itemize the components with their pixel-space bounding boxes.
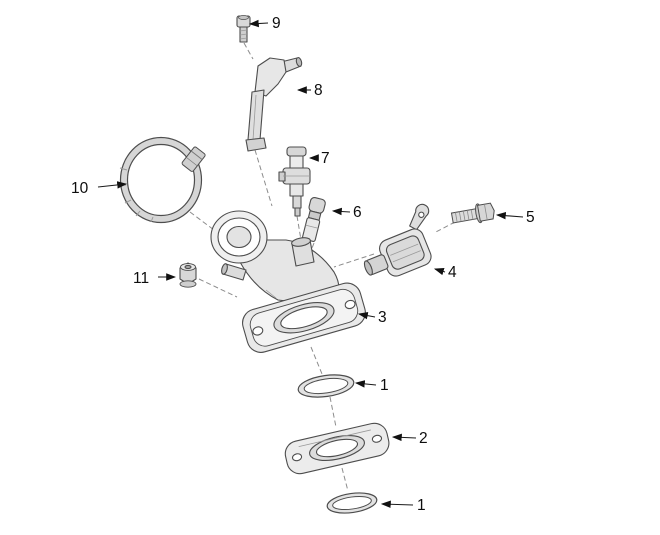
part-flange-nut	[179, 262, 197, 288]
callout-3: 3	[378, 309, 387, 326]
leader-3	[357, 311, 376, 320]
part-oring-upper	[297, 374, 355, 398]
part-fuel-injector	[278, 146, 311, 217]
part-oring-lower	[326, 492, 378, 514]
leader-4	[433, 267, 446, 276]
callout-8: 8	[314, 82, 323, 99]
leader-1-lower	[380, 500, 414, 509]
callout-4: 4	[448, 264, 457, 281]
clamp-screw-housing	[181, 146, 206, 172]
leader-9	[248, 19, 269, 28]
part-small-valve	[302, 197, 326, 242]
leader-lines	[97, 19, 524, 509]
callout-1-upper: 1	[380, 377, 389, 394]
part-bracket	[245, 57, 303, 152]
part-throttle-body	[210, 210, 366, 353]
callout-2: 2	[419, 430, 428, 447]
callout-6: 6	[353, 204, 362, 221]
callout-9: 9	[272, 15, 281, 32]
part-map-sensor	[363, 203, 432, 277]
leader-5	[495, 211, 524, 220]
part-socket-bolt	[236, 15, 251, 43]
leader-2	[391, 433, 417, 442]
callout-7: 7	[321, 150, 330, 167]
leader-6	[331, 207, 351, 216]
callout-5: 5	[526, 209, 535, 226]
manifold-flange	[242, 282, 366, 353]
part-hose-clamp	[118, 136, 206, 224]
callout-10: 10	[71, 180, 89, 197]
assembly-axis-lines	[189, 42, 456, 492]
leader-10	[97, 181, 128, 189]
part-flange-bolt	[450, 202, 495, 224]
callout-labels: 9 8 7 10 6 5 4 11 3 1 2 1	[71, 15, 535, 514]
leader-1-upper	[354, 380, 377, 388]
callout-1-lower: 1	[417, 497, 426, 514]
callout-11: 11	[133, 270, 149, 287]
part-insulator-plate	[284, 422, 390, 475]
